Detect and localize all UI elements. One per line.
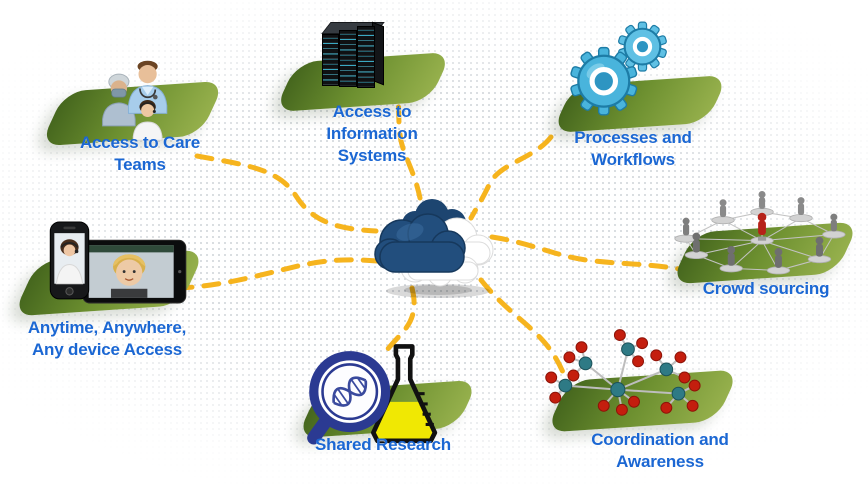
research-magnifier-flask-icon <box>307 344 438 445</box>
node-coordination-awareness: Coordination and Awareness <box>535 325 745 485</box>
node-access-care-teams: Access to Care Teams <box>25 50 255 190</box>
node-label: Access to Information Systems <box>326 102 418 165</box>
server-tower <box>322 34 339 86</box>
node-crowd-sourcing: Crowd sourcing <box>655 175 868 310</box>
crowd-network-icon <box>674 191 846 275</box>
node-label: Processes and Workflows <box>574 128 692 169</box>
node-label: Crowd sourcing <box>702 279 830 298</box>
connector-shared-research <box>382 285 417 356</box>
server-tower <box>357 26 375 88</box>
smartphone <box>49 221 90 300</box>
gears-icon <box>570 21 667 116</box>
node-any-device-access: Anytime, Anywhere, Any device Access <box>10 215 230 395</box>
connector-crowd-sourcing <box>489 234 693 274</box>
node-label: Anytime, Anywhere, Any device Access <box>27 318 187 359</box>
devices-icon <box>49 221 187 304</box>
node-label: Access to Care Teams <box>79 133 201 174</box>
connector-care-teams <box>194 153 379 234</box>
node-access-information-systems: Access to Information Systems <box>273 15 470 180</box>
cloud-icon <box>374 199 494 298</box>
molecule-icon <box>545 329 701 416</box>
node-processes-workflows: Processes and Workflows <box>545 15 730 185</box>
node-label: Coordination and Awareness <box>591 430 729 471</box>
care-team-icon <box>102 60 168 141</box>
server-tower <box>339 30 357 87</box>
central-cloud <box>360 190 510 300</box>
crowd-leader-figure <box>750 212 774 245</box>
server-rack-icon <box>320 18 390 94</box>
node-shared-research: Shared Research <box>285 328 485 478</box>
connector-processes-workflows <box>468 134 554 221</box>
node-label: Shared Research <box>315 435 451 454</box>
connector-any-device-access <box>147 257 380 291</box>
tablet <box>82 239 187 304</box>
